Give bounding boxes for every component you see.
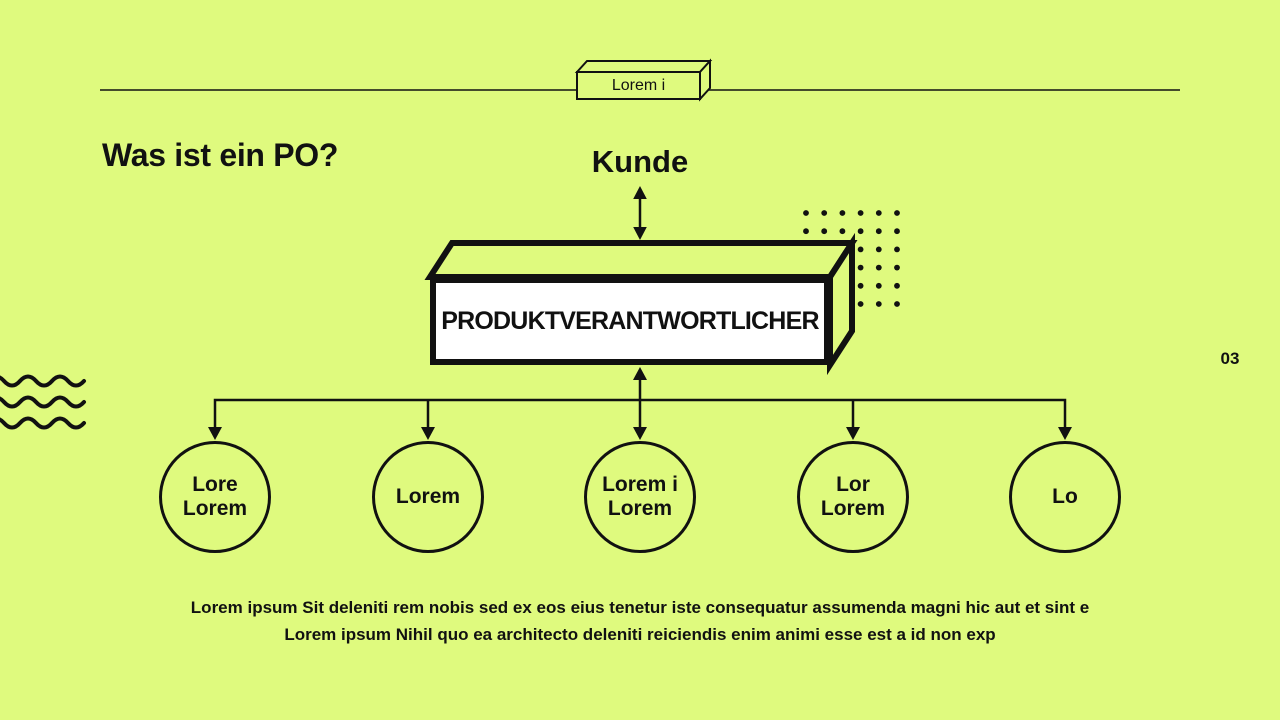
dot (857, 264, 864, 271)
header-tab-3d-box (574, 58, 713, 102)
team-node-circle: Lor Lorem (797, 441, 909, 553)
owner-box-front-face (430, 277, 830, 365)
team-node-label: Lorem (395, 484, 461, 508)
dot (803, 228, 809, 235)
owner-node-label: PRODUKTVERANTWORTLICHER (441, 306, 819, 335)
arrowhead-up-icon (633, 367, 647, 380)
dot (894, 301, 900, 307)
team-node-label: Lore Lorem (182, 472, 248, 520)
dot (839, 228, 846, 235)
dot (875, 246, 882, 253)
dot (803, 210, 809, 216)
dot (894, 228, 900, 235)
wave-lines (0, 374, 86, 430)
dot (821, 210, 828, 216)
slide-title: Was ist ein PO? (102, 137, 339, 173)
header-tab-label: Lorem i (611, 76, 666, 94)
dot (894, 246, 900, 253)
team-node-circle: Lo (1009, 441, 1121, 553)
footer-line-2: Lorem ipsum Nihil quo ea architecto dele… (284, 625, 996, 644)
dot (894, 210, 900, 216)
dot (857, 246, 864, 253)
customer-arrow (633, 186, 647, 240)
footer-paragraph: Lorem ipsum Sit deleniti rem nobis sed e… (0, 594, 1280, 648)
team-node-label: Lor Lorem (820, 472, 886, 520)
arrowhead-down-icon (633, 227, 647, 240)
owner-box-top-face (424, 240, 858, 280)
arrowhead-down-icon (1058, 427, 1072, 440)
footer-line-1: Lorem ipsum Sit deleniti rem nobis sed e… (190, 598, 1090, 617)
dot (857, 282, 864, 289)
owner-3d-box (424, 232, 858, 376)
header-tab-top-face (574, 60, 713, 73)
dots-pattern (803, 210, 900, 307)
arrowhead-down-icon (633, 427, 647, 440)
dot (875, 301, 882, 307)
dot (839, 210, 846, 216)
dot (857, 210, 864, 216)
team-node-circle: Lore Lorem (159, 441, 271, 553)
arrowhead-down-icon (846, 427, 860, 440)
team-node-circle: Lorem (372, 441, 484, 553)
dot (894, 282, 900, 289)
arrowhead-down-icon (421, 427, 435, 440)
page-number: 03 (1220, 349, 1240, 368)
dot (875, 228, 882, 235)
header-tab-front-face (576, 71, 701, 100)
dot (875, 282, 882, 289)
team-node-label: Lo (1052, 484, 1078, 508)
connector-lines (208, 367, 1072, 440)
dot (875, 264, 882, 271)
team-node-circle: Lorem i Lorem (584, 441, 696, 553)
dot (857, 301, 864, 307)
customer-node-label: Kunde (591, 144, 689, 179)
team-node-label: Lorem i Lorem (602, 472, 678, 520)
dot (894, 264, 900, 271)
dot (821, 228, 828, 235)
dot (857, 228, 864, 235)
arrowhead-down-icon (208, 427, 222, 440)
arrowhead-up-icon (633, 186, 647, 199)
dot (875, 210, 882, 216)
